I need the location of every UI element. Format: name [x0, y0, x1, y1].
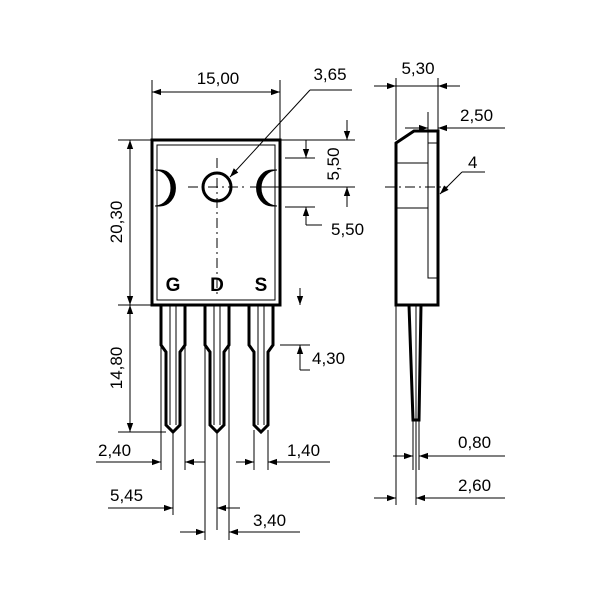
dim-lead-width-wide: 2,40: [98, 441, 131, 460]
dim-tab-thickness: 2,50: [460, 106, 493, 125]
front-dimensions: 15,00 3,65 5,50 5,50 20,30 14,80 4,30: [96, 65, 364, 540]
side-lead: [407, 304, 423, 422]
left-notch: [154, 169, 176, 207]
side-dimensions: 5,30 2,50 4 0,80 2,60: [374, 59, 505, 505]
dim-body-height: 20,30: [107, 201, 126, 244]
dim-hole-diameter: 3,65: [313, 65, 346, 84]
lead-gate: [159, 303, 187, 435]
lead-drain: [203, 303, 231, 435]
right-notch: [256, 169, 278, 207]
dim-lead-shoulder: 4,30: [312, 349, 345, 368]
front-view: G D S: [150, 138, 282, 435]
dim-hole-to-notch: 5,50: [331, 220, 364, 239]
dim-lead-width-narrow: 1,40: [287, 441, 320, 460]
dim-width: 15,00: [197, 69, 240, 88]
side-body: [394, 129, 440, 307]
pin-label-source: S: [255, 275, 268, 296]
dim-chamfer: 4: [468, 153, 477, 172]
lead-source: [247, 303, 275, 435]
dim-pitch-outer: 5,45: [110, 486, 143, 505]
leads: [159, 303, 275, 435]
package-body-inner: [156, 144, 276, 301]
pin-label-drain: D: [210, 275, 224, 296]
dim-lead-offset: 2,60: [458, 476, 491, 495]
side-tab: [427, 142, 439, 279]
dim-side-thickness: 5,30: [401, 59, 434, 78]
dim-lead-length: 14,80: [107, 347, 126, 390]
dim-pitch-inner: 3,40: [253, 511, 286, 530]
dim-hole-offset: 5,50: [324, 147, 343, 180]
side-view: [385, 129, 448, 422]
pin-label-gate: G: [166, 275, 181, 296]
dim-lead-thickness: 0,80: [458, 433, 491, 452]
